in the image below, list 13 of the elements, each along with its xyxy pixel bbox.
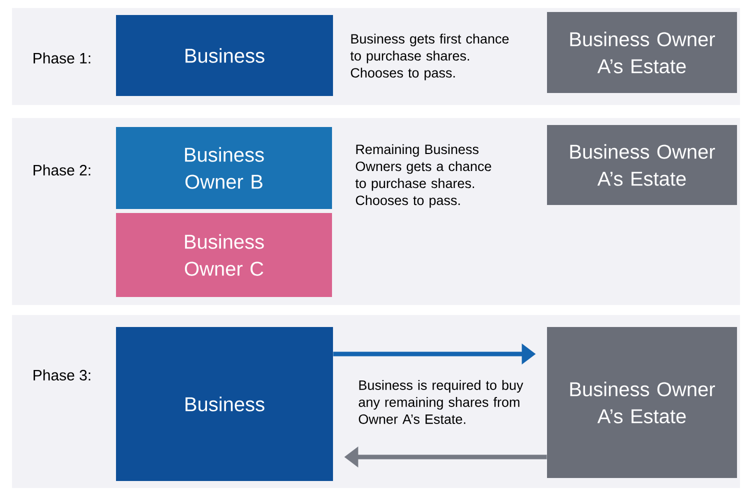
text-box: Business Owner A’s Estate	[547, 125, 737, 205]
text-box: Business Owner A’s Estate	[547, 12, 737, 93]
text-box: Business Owner A’s Estate	[547, 327, 737, 478]
text-box: Business Owner B	[116, 127, 332, 209]
text-box: Business	[116, 327, 333, 481]
phase-label: Phase 2:	[34, 164, 90, 176]
phase-label: Phase 1:	[34, 52, 90, 64]
text-box: Business Owner C	[116, 213, 332, 297]
description-text: Business gets first chance to purchase shares. Chooses to pass.	[350, 34, 509, 80]
description-text: Remaining Business Owners gets a chance to purchase shares. Chooses to pass.	[355, 144, 492, 208]
text-box: Business	[116, 15, 333, 96]
phase-label: Phase 3:	[34, 370, 90, 380]
description-text: Business is required to buy any remaining shares from Owner A’s Estate.	[358, 380, 524, 424]
